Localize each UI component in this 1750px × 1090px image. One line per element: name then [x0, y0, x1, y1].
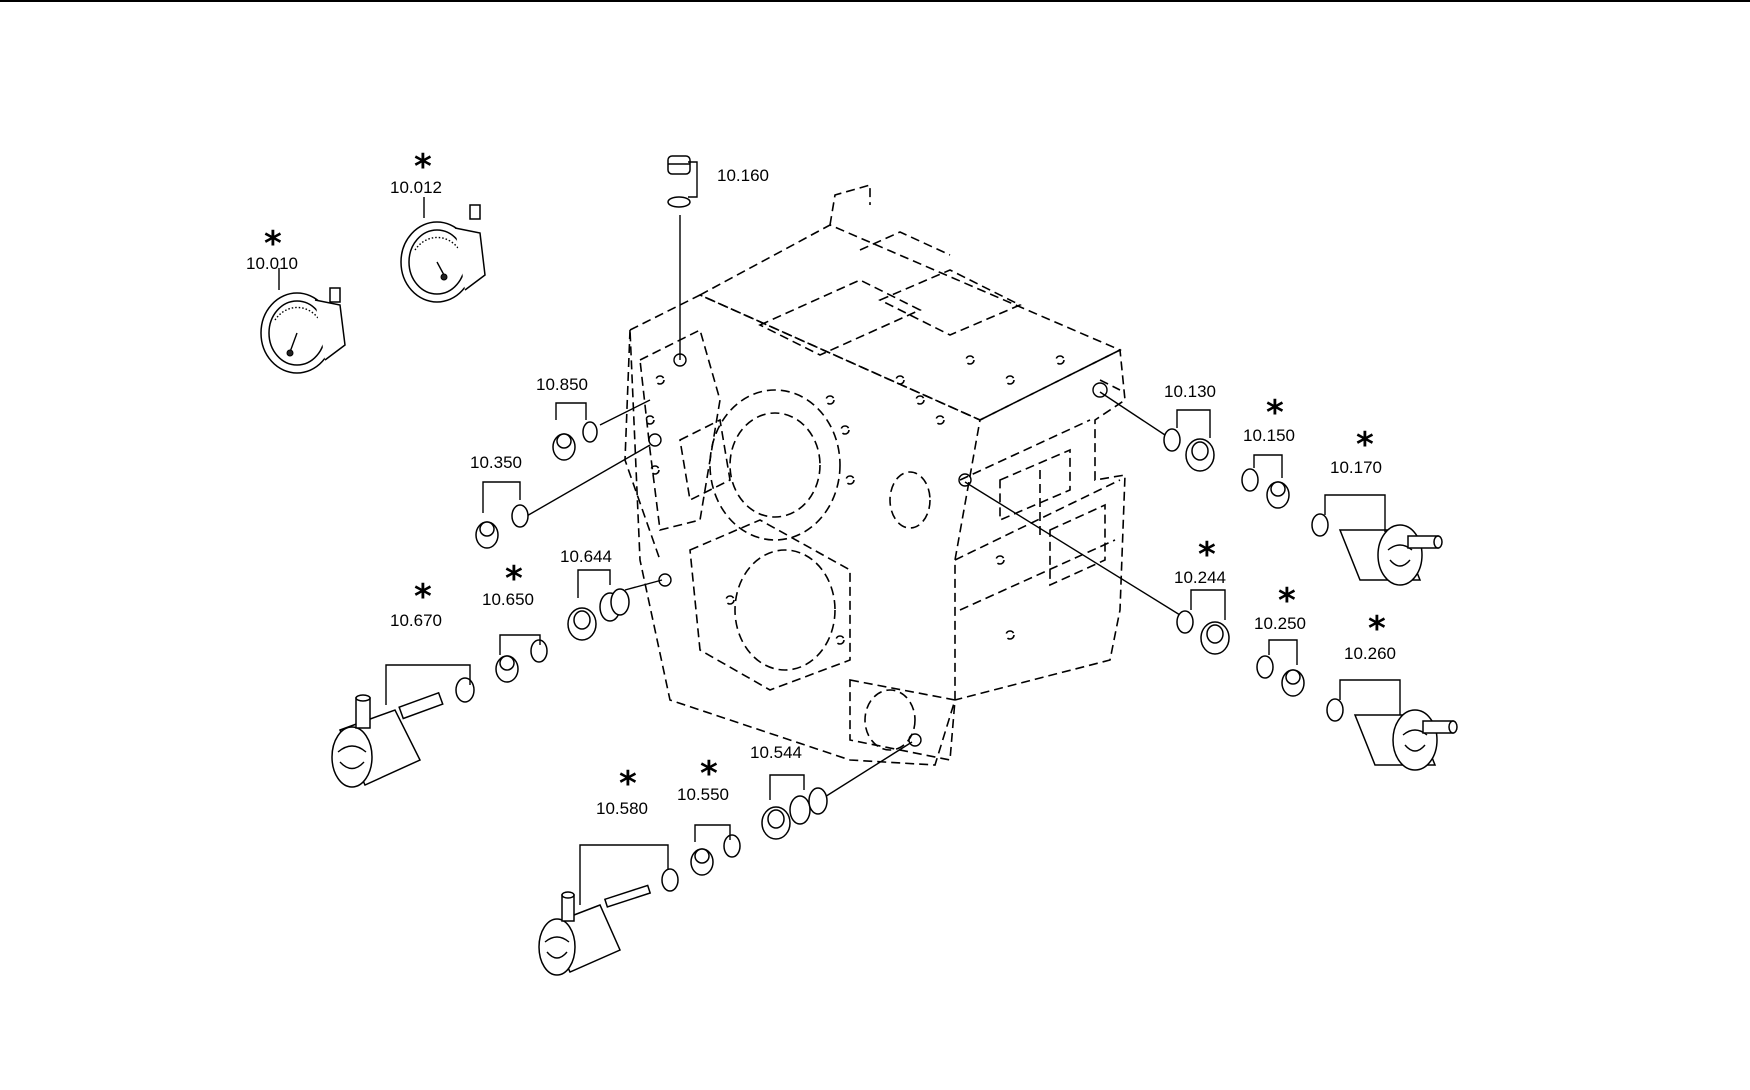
star-10-150: *: [1266, 393, 1284, 433]
star-10-550: *: [700, 754, 718, 794]
label-10-260: 10.260: [1344, 644, 1396, 663]
star-10-260: *: [1368, 609, 1386, 649]
solenoid-10-260[interactable]: [1326, 698, 1458, 771]
star-10-580: *: [619, 764, 637, 804]
fitting-10-350[interactable]: [475, 504, 529, 549]
fitting-10-550[interactable]: [690, 834, 741, 876]
fitting-10-644[interactable]: [567, 588, 630, 641]
label-10-650: 10.650: [482, 590, 534, 609]
fitting-10-130[interactable]: [1163, 428, 1215, 472]
fitting-10-250[interactable]: [1256, 655, 1305, 697]
star-10-250: *: [1278, 581, 1296, 621]
star-10-650: *: [505, 559, 523, 599]
solenoid-10-670[interactable]: [331, 677, 475, 788]
label-10-150: 10.150: [1243, 426, 1295, 445]
label-10-250: 10.250: [1254, 614, 1306, 633]
gauge-10-010[interactable]: [260, 287, 346, 374]
callout-brackets: [278, 161, 1401, 905]
fitting-10-544[interactable]: [761, 787, 828, 840]
assembly-lines: [524, 215, 1181, 801]
label-10-350: 10.350: [470, 453, 522, 472]
plug-10-160[interactable]: [667, 155, 691, 208]
label-10-550: 10.550: [677, 785, 729, 804]
solenoid-10-170[interactable]: [1311, 513, 1443, 586]
callout-labels: * 10.010 * 10.012 10.160 10.850 10.350 1…: [246, 147, 1396, 818]
gauge-10-012[interactable]: [400, 204, 486, 303]
fitting-10-150[interactable]: [1241, 468, 1290, 509]
label-10-670: 10.670: [390, 611, 442, 630]
star-10-012: *: [414, 147, 432, 187]
fitting-10-244[interactable]: [1176, 610, 1230, 655]
star-10-670: *: [414, 577, 432, 617]
fitting-10-650[interactable]: [495, 639, 548, 683]
label-10-170: 10.170: [1330, 458, 1382, 477]
fitting-10-850[interactable]: [552, 421, 598, 461]
solenoid-10-580[interactable]: [538, 868, 679, 976]
label-10-850: 10.850: [536, 375, 588, 394]
label-10-644: 10.644: [560, 547, 612, 566]
label-10-012: 10.012: [390, 178, 442, 197]
label-10-010: 10.010: [246, 254, 298, 273]
gearbox-housing: [624, 183, 1126, 766]
star-10-010: *: [264, 224, 282, 264]
star-10-170: *: [1356, 425, 1374, 465]
label-10-160: 10.160: [717, 166, 769, 185]
label-10-130: 10.130: [1164, 382, 1216, 401]
star-10-244: *: [1198, 535, 1216, 575]
label-10-244: 10.244: [1174, 568, 1226, 587]
label-10-544: 10.544: [750, 743, 802, 762]
label-10-580: 10.580: [596, 799, 648, 818]
